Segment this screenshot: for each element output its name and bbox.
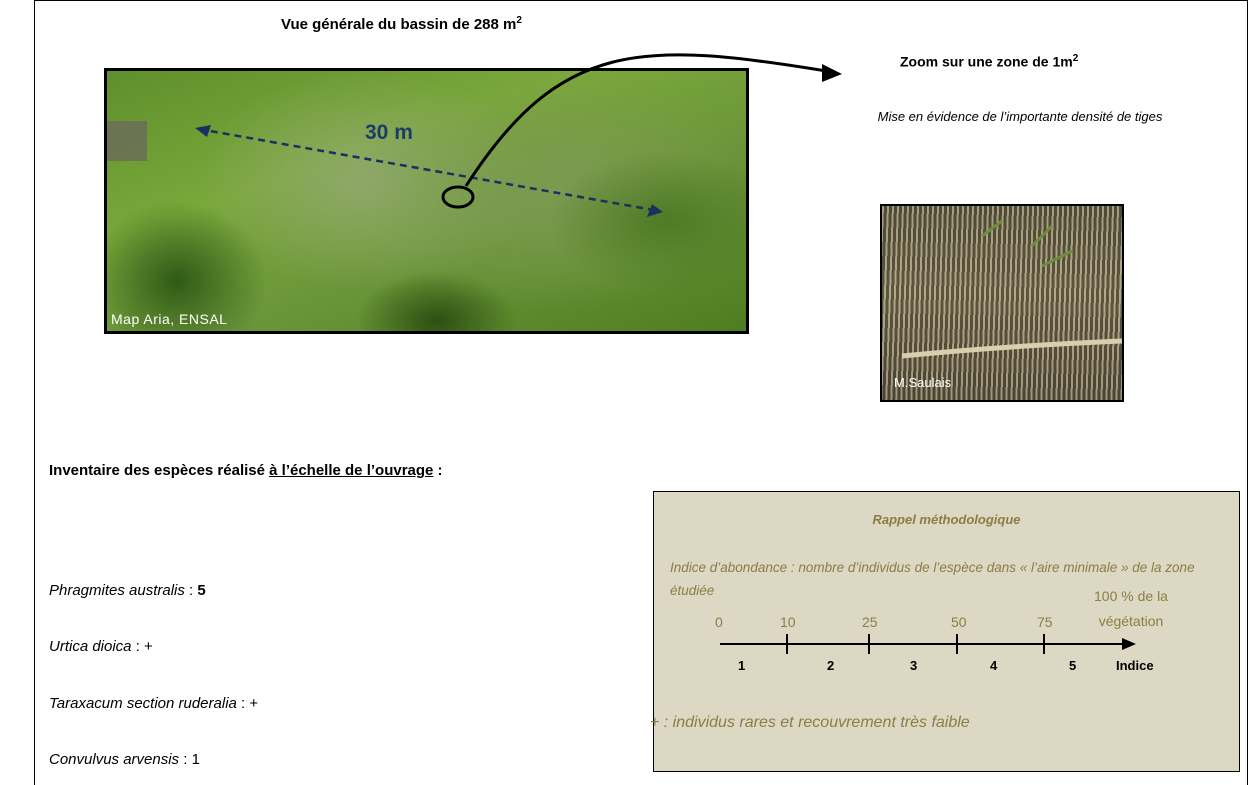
zoom-photo-detail bbox=[901, 219, 1122, 359]
species-item: Taraxacum section ruderalia : + bbox=[49, 695, 258, 712]
aerial-view-title-text: Vue générale du bassin de 288 m bbox=[281, 16, 517, 33]
species-sep: : bbox=[184, 582, 198, 599]
species-sep: : bbox=[236, 695, 250, 712]
species-value: 1 bbox=[191, 751, 200, 768]
zoom-photo-credit: M.Saulais bbox=[894, 375, 952, 390]
aerial-photo-credit: Map Aria, ENSAL bbox=[111, 311, 228, 327]
aerial-view-title: Vue générale du bassin de 288 m2 bbox=[281, 15, 522, 33]
species-name: Taraxacum section ruderalia bbox=[49, 695, 237, 712]
inventory-title: Inventaire des espèces réalisé à l’échel… bbox=[49, 462, 443, 479]
class-label: 3 bbox=[910, 658, 918, 673]
abundance-scale-axis bbox=[720, 634, 1136, 654]
fallen-stem bbox=[901, 338, 1122, 359]
zoom-title-sup: 2 bbox=[1072, 53, 1079, 64]
class-label: 1 bbox=[738, 658, 746, 673]
tick-label: 10 bbox=[780, 614, 796, 630]
species-value: + bbox=[144, 638, 153, 655]
inventory-title-end: : bbox=[433, 462, 443, 479]
tick-label: 0 bbox=[715, 614, 723, 630]
scale-line bbox=[198, 127, 660, 213]
species-value: 5 bbox=[197, 582, 206, 599]
scale-arrow-left bbox=[195, 125, 211, 137]
scale-label: 30 m bbox=[365, 121, 413, 144]
zoom-area-circle bbox=[441, 185, 475, 209]
species-name: Convulvus arvensis bbox=[49, 751, 180, 768]
zoom-title: Zoom sur une zone de 1m2 bbox=[900, 53, 1078, 70]
zoom-subtitle: Mise en évidence de l’importante densité… bbox=[877, 109, 1163, 124]
scale-arrow-right bbox=[647, 204, 663, 217]
inventory-title-start: Inventaire des espèces réalisé bbox=[49, 462, 270, 479]
aerial-photo: 30 m Map Aria, ENSAL bbox=[104, 68, 749, 334]
tick-label: 50 bbox=[951, 614, 967, 630]
class-label: 5 bbox=[1069, 658, 1077, 673]
percent-label: 100 % de la végétation bbox=[1094, 588, 1168, 629]
method-description: Indice d’abondance : nombre d’individus … bbox=[670, 560, 1195, 598]
aerial-view-title-sup: 2 bbox=[516, 15, 522, 26]
species-sep: : bbox=[131, 638, 145, 655]
zoom-connector-arrowhead bbox=[822, 64, 842, 82]
species-item: Phragmites australis : 5 bbox=[49, 582, 206, 599]
species-value: + bbox=[249, 695, 259, 712]
culvert-shape bbox=[107, 121, 147, 161]
species-sep: : bbox=[179, 751, 192, 768]
aerial-photo-overlay: 30 m bbox=[107, 121, 663, 217]
species-name: Phragmites australis bbox=[49, 582, 185, 599]
species-item: Convulvus arvensis : 1 bbox=[49, 751, 200, 768]
tick-label: 25 bbox=[862, 614, 878, 630]
green-leaves bbox=[981, 219, 1073, 268]
inventory-title-underlined: à l’échelle de l’ouvrage bbox=[269, 462, 434, 479]
zoom-title-text: Zoom sur une zone de 1m bbox=[900, 53, 1073, 70]
axis-arrowhead bbox=[1122, 638, 1136, 650]
tick-label: 75 bbox=[1037, 614, 1053, 630]
page-border-top bbox=[34, 0, 1248, 1]
method-box: Rappel méthodologique Indice d’abondance… bbox=[650, 491, 1240, 772]
page-border-left bbox=[34, 0, 35, 785]
method-title: Rappel méthodologique bbox=[872, 512, 1021, 527]
species-name: Urtica dioica bbox=[49, 638, 132, 655]
method-note: + : individus rares et recouvrement très… bbox=[650, 714, 970, 731]
zoom-photo: M.Saulais bbox=[880, 204, 1124, 402]
class-label: 4 bbox=[990, 658, 998, 673]
class-label: 2 bbox=[827, 658, 835, 673]
species-item: Urtica dioica : + bbox=[49, 638, 153, 655]
axis-label: Indice bbox=[1116, 658, 1154, 673]
